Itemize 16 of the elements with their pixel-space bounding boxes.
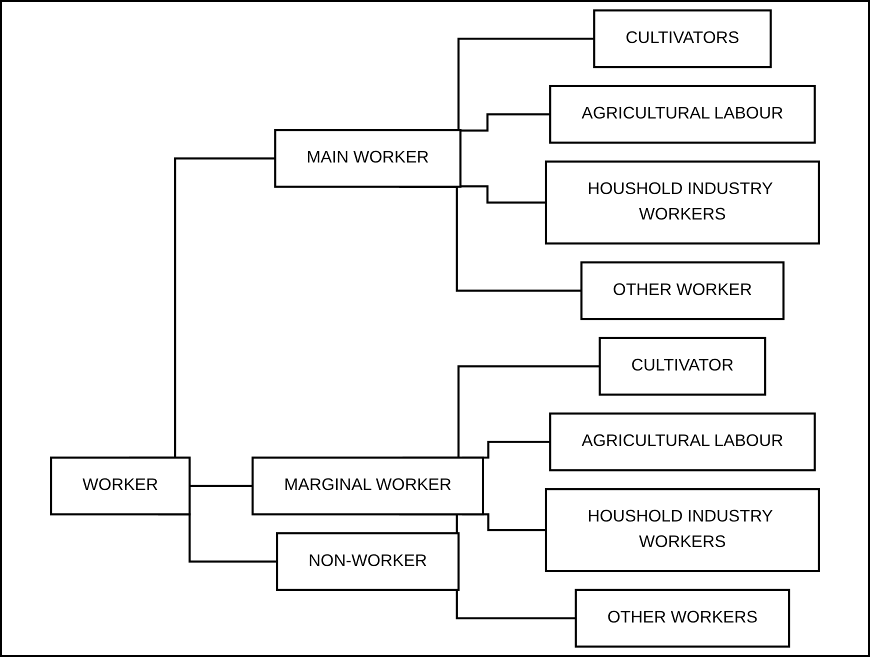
node-box <box>574 588 790 648</box>
node-box <box>252 456 484 516</box>
connector <box>190 484 253 488</box>
node-box <box>549 84 816 144</box>
node-box <box>549 412 816 472</box>
node-box <box>580 261 785 320</box>
connector <box>460 185 546 204</box>
org-chart: WORKER MAIN WORKER MARGINAL WORKER NON-WORKER CULTIVATORS AGRICULTURAL LABOUR HOUSHOLD INDUSTRY WORKERS OTHER WORKER CULTIVATOR AGRICULTURAL LABOUR HOUSHOLD INDUSTRY WORKERS OTHER WORKERS <box>5 2 865 655</box>
node-box <box>50 456 191 516</box>
node-box <box>544 488 820 572</box>
node-box <box>593 9 772 68</box>
node-box <box>276 532 460 591</box>
connector <box>460 113 550 132</box>
node-box <box>274 129 462 188</box>
node-box <box>598 336 766 396</box>
node-box <box>544 160 820 245</box>
